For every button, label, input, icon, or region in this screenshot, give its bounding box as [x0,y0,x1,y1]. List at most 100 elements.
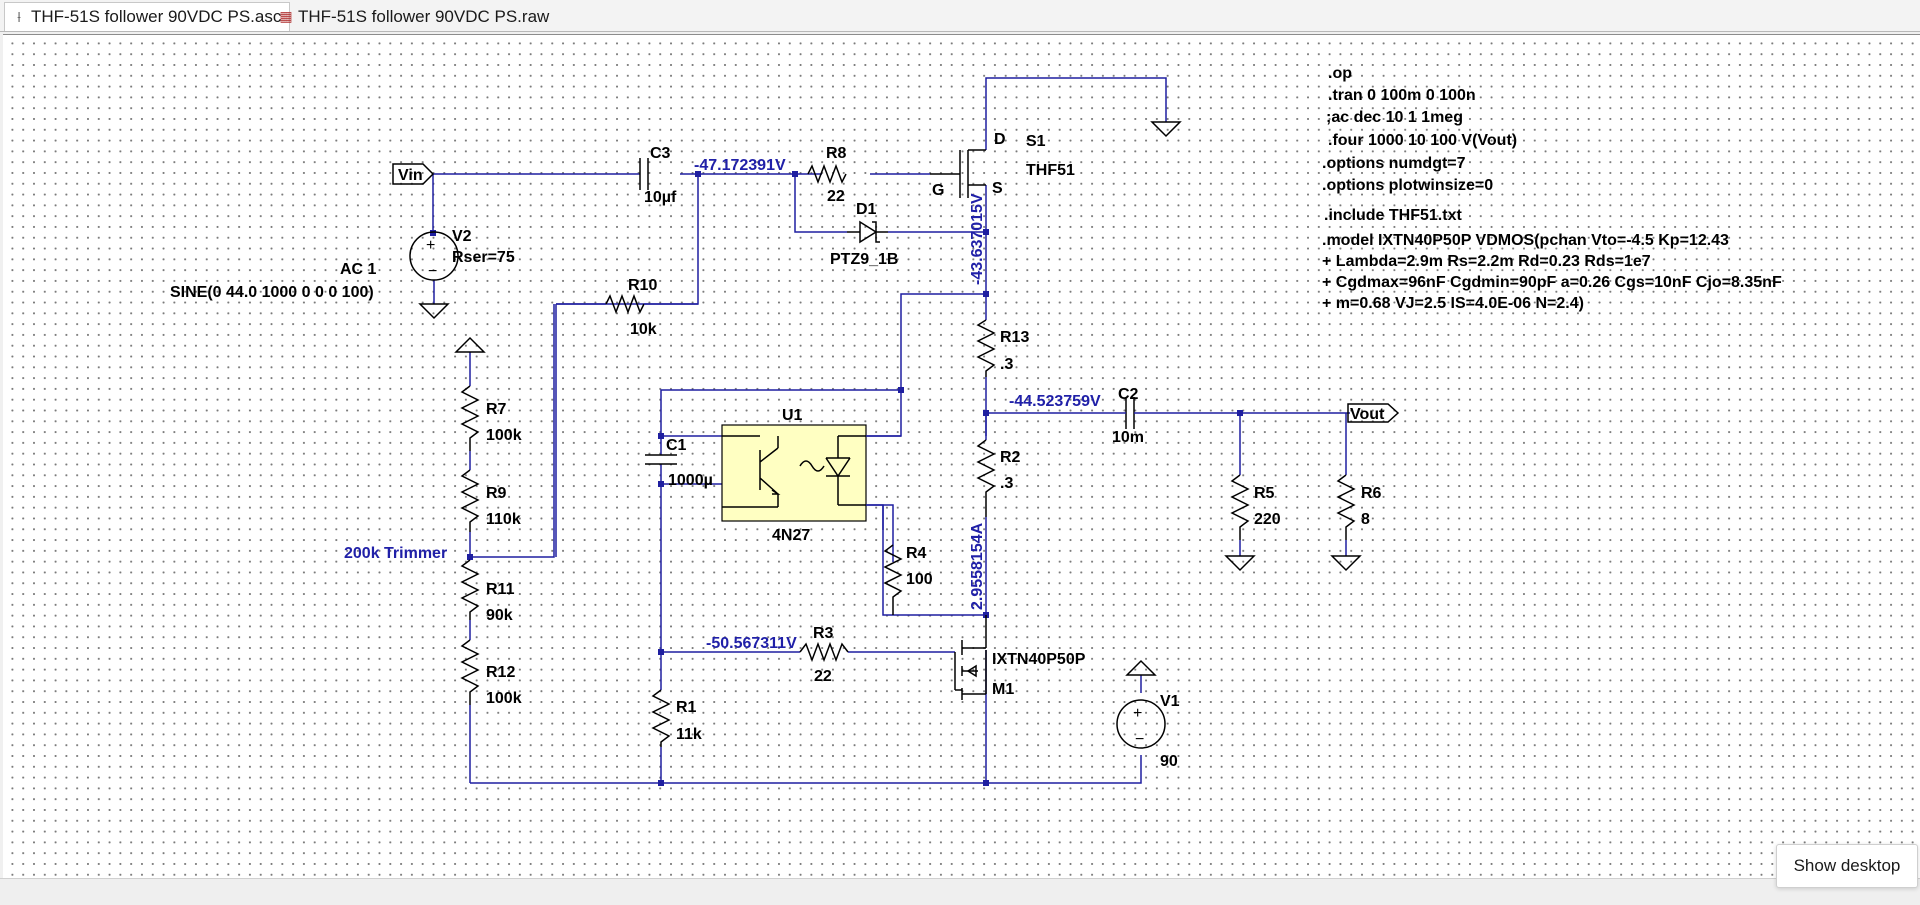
node-voltage-label: -47.172391V [694,157,786,174]
directive-line: + m=0.68 VJ=2.5 IS=4.0E-06 N=2.4) [1322,295,1584,312]
r7-name: R7 [486,401,507,418]
capacitor-c1[interactable]: C1 1000µ [645,437,713,489]
ground-symbol [1330,555,1362,572]
r5-value: 220 [1254,511,1281,528]
current-label: 2.9558154A [969,522,986,610]
ground-symbol [418,303,450,320]
directive-line: .four 1000 10 100 V(Vout) [1328,132,1517,149]
spice-directives[interactable]: .op .tran 0 100m 0 100n ;ac dec 10 1 1me… [1322,65,1782,312]
r13-name: R13 [1000,329,1029,346]
vout-label: Vout [1350,406,1385,423]
resistor-r1[interactable]: R1 11k [651,689,702,747]
c2-value: 10m [1112,429,1144,446]
vin-port[interactable]: Vin [392,163,435,185]
zener-d1[interactable]: D1 PTZ9_1B [830,201,898,268]
schematic-canvas[interactable] [3,34,1920,878]
r9-name: R9 [486,485,507,502]
tab-schematic-label: THF-51S follower 90VDC PS.asc [31,7,282,26]
directive-line: .op [1328,65,1352,82]
s1-name: S1 [1026,133,1046,150]
resistor-r7[interactable]: R7 100k [460,385,522,451]
node-voltage-label: -43.637015V [969,193,986,285]
d1-value: PTZ9_1B [830,251,898,268]
r3-name: R3 [813,625,834,642]
status-bar [0,878,1920,905]
resistor-r6[interactable]: R6 8 [1336,474,1382,540]
directive-line: .model IXTN40P50P VDMOS(pchan Vto=-4.5 K… [1322,232,1729,249]
resistor-r9[interactable]: R9 110k [460,469,521,532]
c2-name: C2 [1118,386,1139,403]
directive-line: .tran 0 100m 0 100n [1328,87,1476,104]
r1-name: R1 [676,699,697,716]
r9-value: 110k [486,511,521,528]
directive-line: .options numdgt=7 [1322,155,1466,172]
r6-name: R6 [1361,485,1382,502]
r10-value: 10k [630,321,657,338]
s1-gate-pin: G [932,182,944,199]
v2-name: V2 [452,228,472,245]
resistor-r10[interactable]: R10 10k [555,277,698,557]
s1-value: THF51 [1026,162,1075,179]
s1-source-pin: S [992,180,1003,197]
tab-bar: ⟊ THF-51S follower 90VDC PS.asc ▦ THF-51… [0,0,1920,32]
r5-name: R5 [1254,485,1275,502]
v2-sine: SINE(0 44.0 1000 0 0 0 100) [170,284,374,301]
transistor-s1[interactable]: D G S S1 THF51 [930,131,1075,199]
resistor-r13[interactable]: R13 .3 [976,294,1029,377]
tab-schematic[interactable]: ⟊ THF-51S follower 90VDC PS.asc [4,2,291,31]
voltage-source-v1[interactable]: + − V1 90 [1116,693,1180,770]
r2-name: R2 [1000,449,1021,466]
ground-symbol [1150,121,1182,138]
resistor-r2[interactable]: R2 .3 [976,413,1021,517]
capacitor-c3[interactable]: C3 10µf [639,145,677,206]
resistor-r5[interactable]: R5 220 [1230,474,1281,540]
r8-value: 22 [827,188,845,205]
resistor-r3[interactable]: R3 22 [799,625,849,685]
r1-value: 11k [676,726,702,743]
voltage-source-v2[interactable]: + − V2 Rser=75 AC 1 SINE(0 44.0 1000 0 0… [170,228,515,301]
resistor-r8[interactable]: R8 22 [807,145,847,205]
r2-value: .3 [1000,475,1013,492]
v2-value: Rser=75 [452,249,515,266]
d1-name: D1 [856,201,877,218]
r7-value: 100k [486,427,522,444]
vin-label: Vin [398,167,423,184]
u1-value: 4N27 [772,527,810,544]
tab-waveform[interactable]: ▦ THF-51S follower 90VDC PS.raw [272,2,557,31]
node-voltage-label: -50.567311V [706,635,797,652]
trimmer-label: 200k Trimmer [344,545,447,562]
r11-value: 90k [486,607,513,624]
v1-name: V1 [1160,693,1180,710]
schematic-icon: ⟊ [17,8,21,26]
wires [432,77,1350,784]
r12-name: R12 [486,664,515,681]
r6-value: 8 [1361,511,1370,528]
resistor-r12[interactable]: R12 100k [460,639,522,707]
resistor-r4[interactable]: R4 100 [883,544,933,615]
svg-text:−: − [428,263,437,280]
transistor-m1[interactable]: IXTN40P50P M1 [954,615,1086,700]
capacitor-c2[interactable]: C2 10m [1112,386,1144,446]
c3-value: 10µf [644,189,677,206]
show-desktop-button[interactable]: Show desktop [1776,844,1918,888]
c1-name: C1 [666,437,687,454]
node-voltage-label: -44.523759V [1009,393,1101,410]
v1-value: 90 [1160,753,1178,770]
directive-line: .options plotwinsize=0 [1322,177,1493,194]
optocoupler-u1[interactable]: U1 4N27 [721,407,867,544]
svg-text:−: − [1135,731,1144,748]
vout-port[interactable]: Vout [1347,403,1400,423]
directive-line: + Lambda=2.9m Rs=2.2m Rd=0.23 Rds=1e7 [1322,253,1651,270]
resistor-r11[interactable]: R11 90k [460,559,515,624]
r4-name: R4 [906,545,927,562]
v2-ac: AC 1 [340,261,377,278]
show-desktop-label: Show desktop [1793,856,1901,875]
supply-flag [454,336,486,353]
directive-line: .include THF51.txt [1324,207,1462,224]
svg-text:+: + [426,237,435,254]
tab-waveform-label: THF-51S follower 90VDC PS.raw [298,6,550,26]
r4-value: 100 [906,571,933,588]
u1-name: U1 [782,407,803,424]
m1-value: IXTN40P50P [992,651,1086,668]
